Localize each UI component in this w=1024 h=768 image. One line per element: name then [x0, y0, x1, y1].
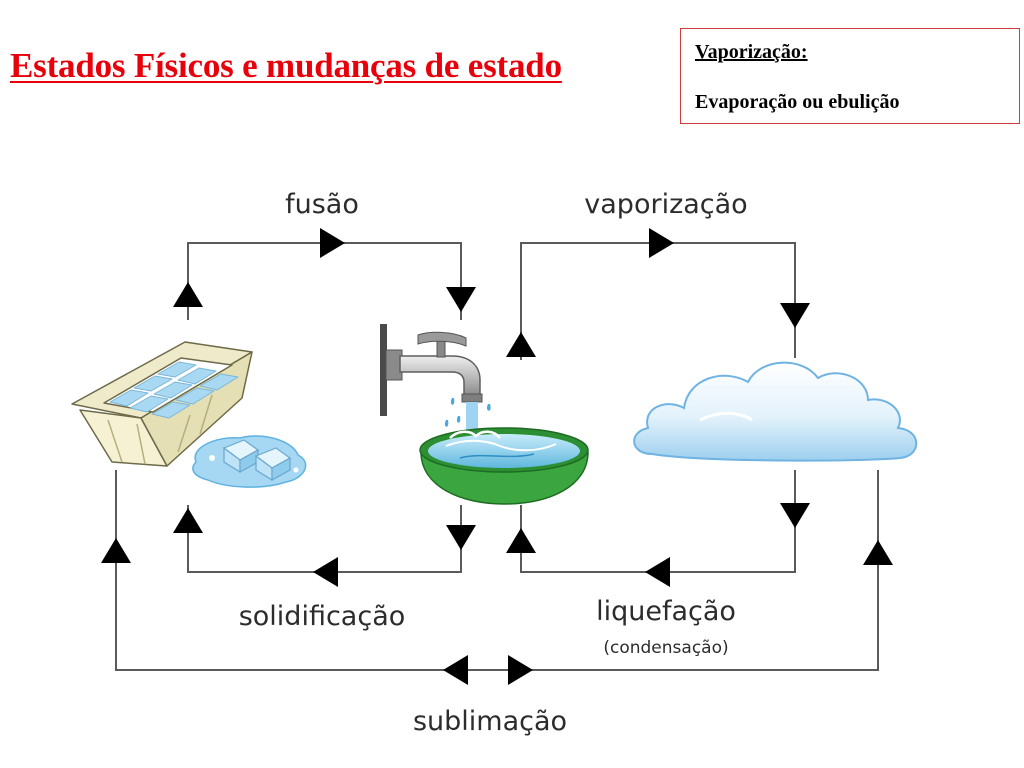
note-heading: Vaporização: — [695, 41, 808, 63]
cloud-icon — [633, 361, 918, 462]
fusion-label: fusão — [285, 189, 359, 220]
vaporization-arrow-right — [649, 228, 674, 258]
sublimation-arrow-up-left — [101, 538, 131, 563]
sublimation-label: sublimação — [413, 706, 567, 737]
solidification-arrow-left — [313, 557, 338, 587]
faucet-icon — [380, 324, 483, 416]
sublimation-arrow-right — [508, 655, 533, 685]
sublimation-line — [115, 470, 879, 671]
solidification-arrow-up — [173, 508, 203, 533]
vaporization-arrow-up — [506, 332, 536, 357]
vaporization-label: vaporização — [584, 189, 747, 220]
vaporization-arrow-down — [780, 303, 810, 328]
sublimation-arrow-up-right — [863, 540, 893, 565]
ice-tray-icon — [71, 341, 253, 467]
fusion-arrow-right — [320, 228, 345, 258]
fusion-arrow-up — [173, 282, 203, 307]
page-title: Estados Físicos e mudanças de estado — [10, 46, 562, 85]
fusion-arrow-down — [446, 287, 476, 312]
arrows — [101, 228, 893, 685]
solidification-line — [187, 505, 462, 573]
note-text: Evaporação ou ebulição — [695, 91, 900, 113]
condensation-label: (condensação) — [603, 638, 728, 658]
water-basin-icon — [419, 427, 589, 505]
liquefaction-arrow-up — [506, 528, 536, 553]
vaporization-line — [520, 242, 796, 360]
liquefaction-arrow-left — [645, 557, 670, 587]
sublimation-arrow-left — [443, 655, 468, 685]
solidification-arrow-down — [446, 525, 476, 550]
liquefaction-label: liquefação — [596, 596, 736, 627]
liquefaction-arrow-down — [780, 503, 810, 528]
ice-cubes-icon — [192, 435, 307, 488]
note-box: Vaporização: Evaporação ou ebulição — [680, 28, 1020, 124]
solidification-label: solidificação — [239, 601, 406, 632]
